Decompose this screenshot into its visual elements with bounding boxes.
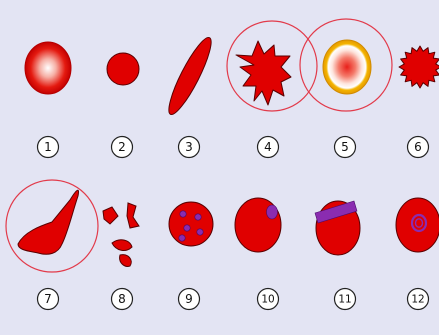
cell-target-cell bbox=[323, 40, 371, 94]
label-number: 12 bbox=[411, 294, 424, 306]
cell-cell-with-pappenheimer-bodies bbox=[169, 202, 213, 246]
cell-number-label: 5 bbox=[335, 137, 356, 158]
cell-number-label: 9 bbox=[179, 289, 200, 310]
cell-number-label: 3 bbox=[179, 137, 200, 158]
cell-number-label: 12 bbox=[408, 289, 429, 310]
cell-number-label: 10 bbox=[258, 289, 279, 310]
label-number: 1 bbox=[44, 140, 52, 154]
label-number: 7 bbox=[44, 292, 52, 306]
cell-number-label: 11 bbox=[335, 289, 356, 310]
cell-cell-with-howell-jolly-body bbox=[235, 198, 281, 252]
cell-echinocyte bbox=[399, 46, 439, 88]
label-number: 2 bbox=[118, 140, 126, 154]
cell-number-label: 1 bbox=[38, 137, 59, 158]
cell-number-label: 2 bbox=[112, 137, 133, 158]
cell-cell-with-cabot-ring bbox=[396, 198, 439, 252]
cell-number-label: 4 bbox=[258, 137, 279, 158]
label-number: 11 bbox=[338, 294, 351, 306]
label-number: 9 bbox=[185, 292, 193, 306]
label-number: 5 bbox=[341, 140, 349, 154]
label-number: 4 bbox=[264, 140, 272, 154]
cell-spherocyte bbox=[107, 53, 139, 85]
label-number: 8 bbox=[118, 292, 126, 306]
cell-normal-rbc-with-pale-center bbox=[25, 42, 71, 94]
label-number: 10 bbox=[261, 294, 274, 306]
cell-number-label: 7 bbox=[38, 289, 59, 310]
label-number: 6 bbox=[414, 140, 422, 154]
cell-number-label: 6 bbox=[408, 137, 429, 158]
cell-number-label: 8 bbox=[112, 289, 133, 310]
label-number: 3 bbox=[185, 140, 193, 154]
cell-cell-with-heinz-body bbox=[315, 201, 360, 255]
